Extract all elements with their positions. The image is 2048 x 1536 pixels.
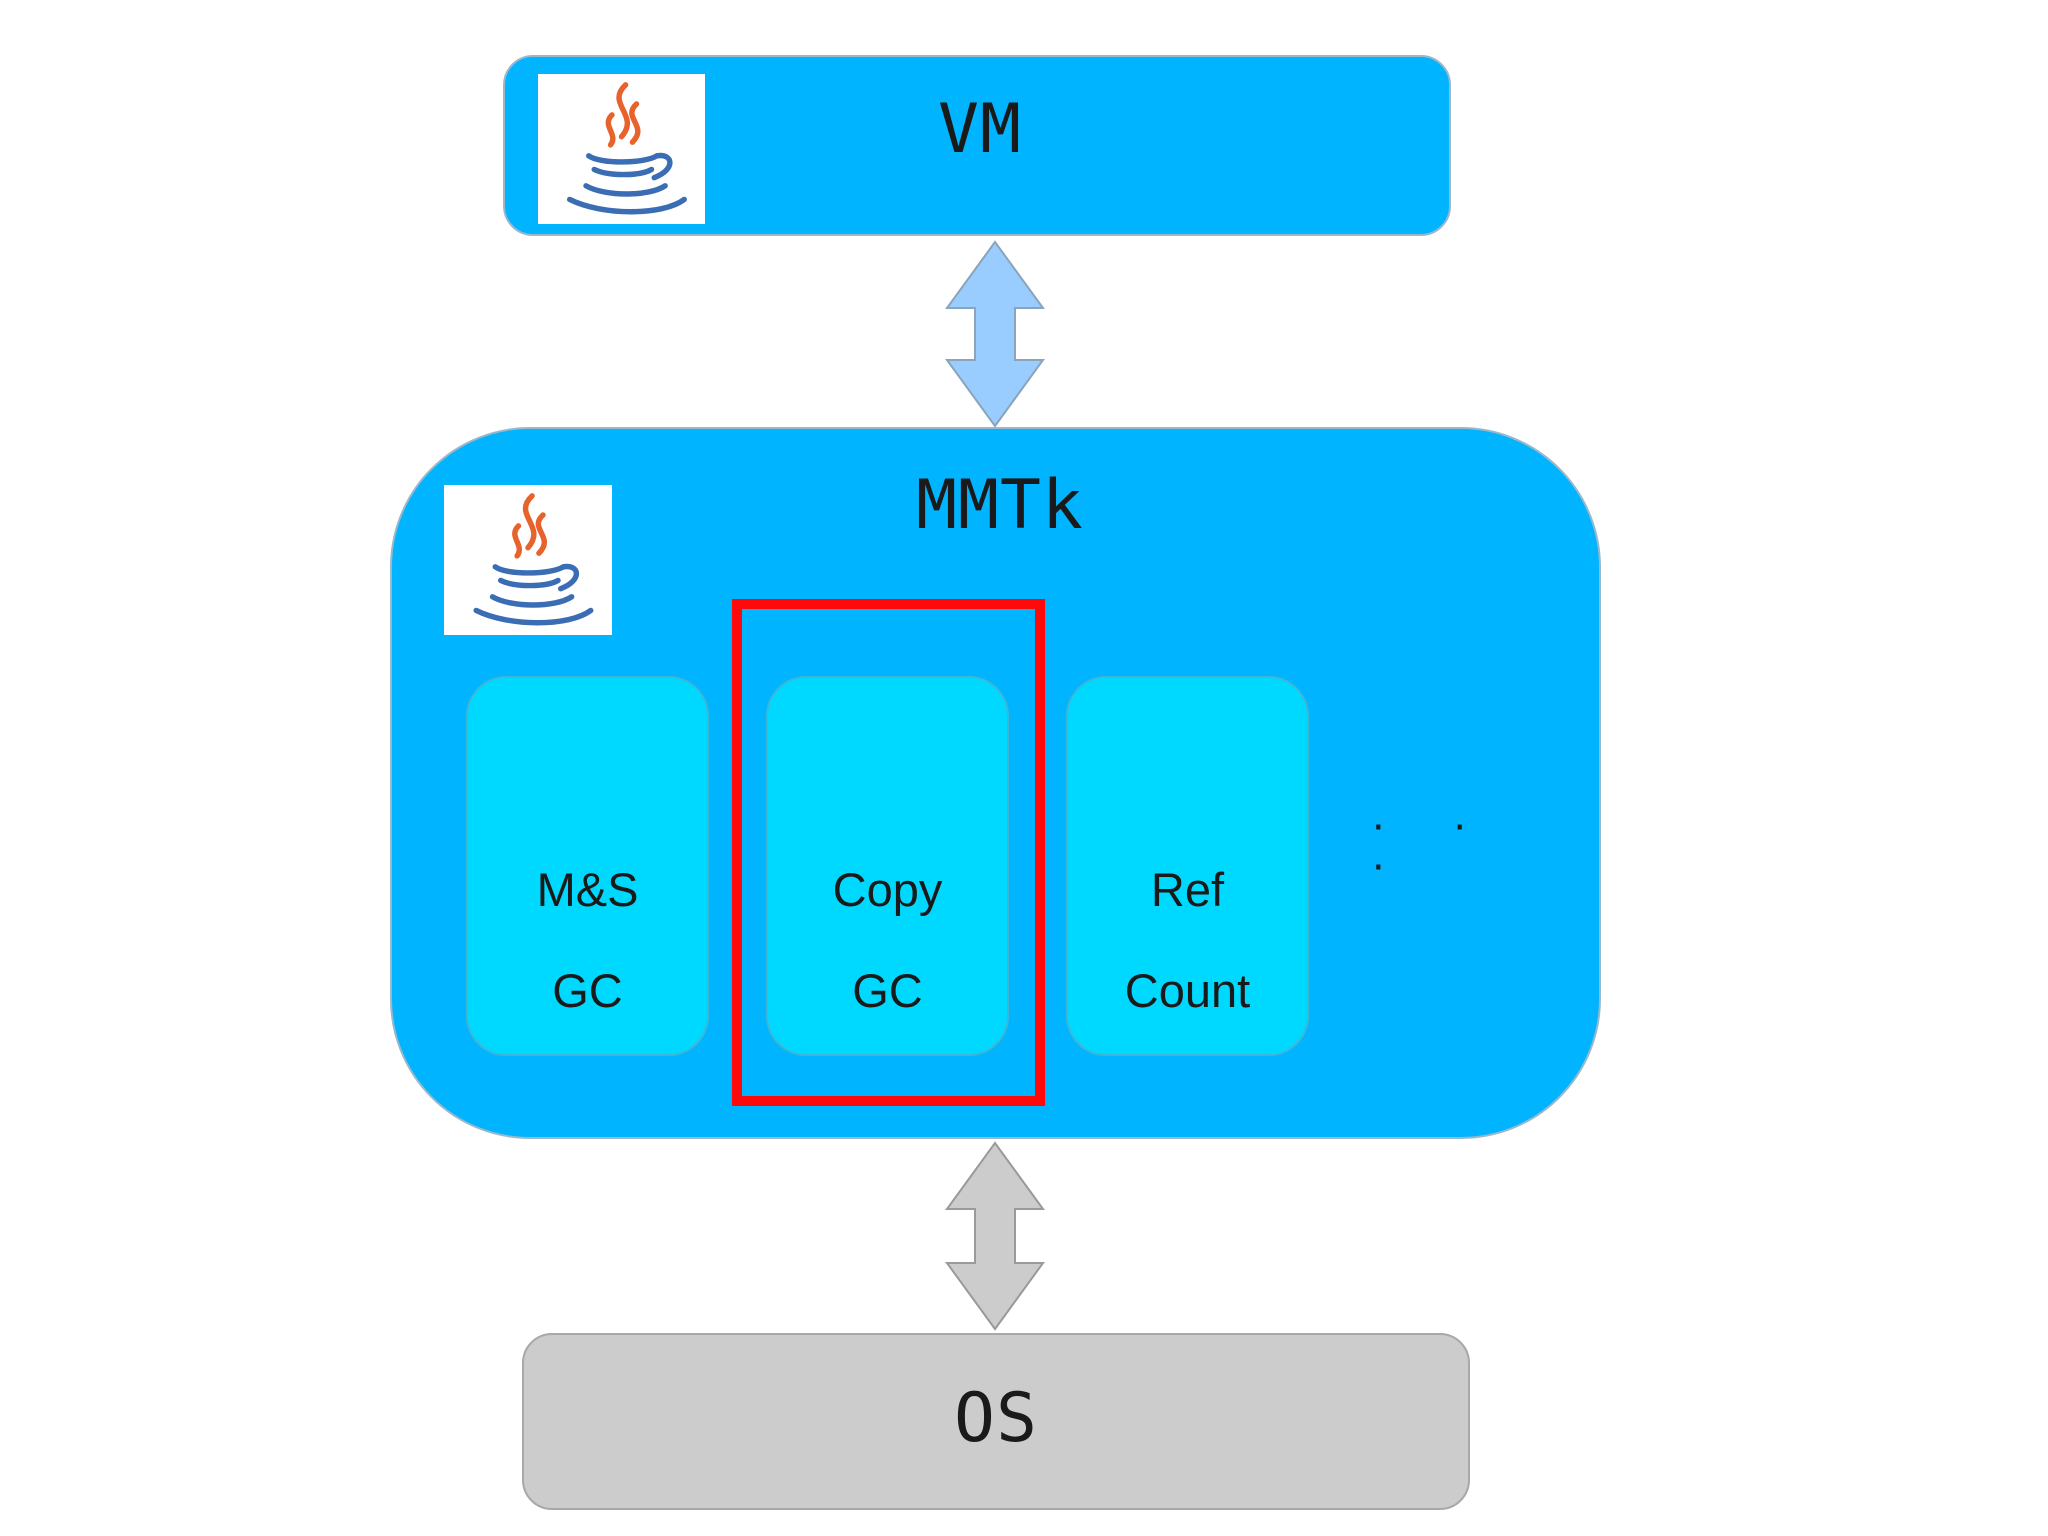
- more-collectors-ellipsis: · · ·: [1372, 805, 1495, 891]
- vm-title: VM: [938, 90, 1022, 169]
- gc-box-mark-sweep: [466, 676, 709, 1056]
- gc-label-line: Ref: [1150, 863, 1225, 917]
- mmtk-title: MMTk: [916, 466, 1084, 545]
- os-title: OS: [954, 1379, 1038, 1458]
- gc-label-mark-sweep: M&S GC: [466, 815, 709, 1066]
- gc-label-ref-count: Ref Count: [1066, 815, 1309, 1066]
- gc-label-line: Count: [1124, 963, 1251, 1017]
- mmtk-java-logo-icon: [444, 485, 612, 635]
- gc-box-copy: [766, 676, 1009, 1056]
- gc-label-copy: Copy GC: [766, 815, 1009, 1066]
- os-box: [522, 1333, 1470, 1510]
- gc-label-line: GC: [852, 963, 923, 1017]
- mmtk-os-double-arrow-icon: [945, 1141, 1045, 1331]
- copy-gc-highlight: [732, 599, 1045, 1106]
- vm-mmtk-double-arrow-icon: [945, 240, 1045, 428]
- gc-label-line: Copy: [832, 863, 943, 917]
- gc-box-ref-count: [1066, 676, 1309, 1056]
- gc-label-line: M&S: [536, 863, 639, 917]
- vm-java-logo-icon: [538, 74, 705, 224]
- gc-label-line: GC: [552, 963, 623, 1017]
